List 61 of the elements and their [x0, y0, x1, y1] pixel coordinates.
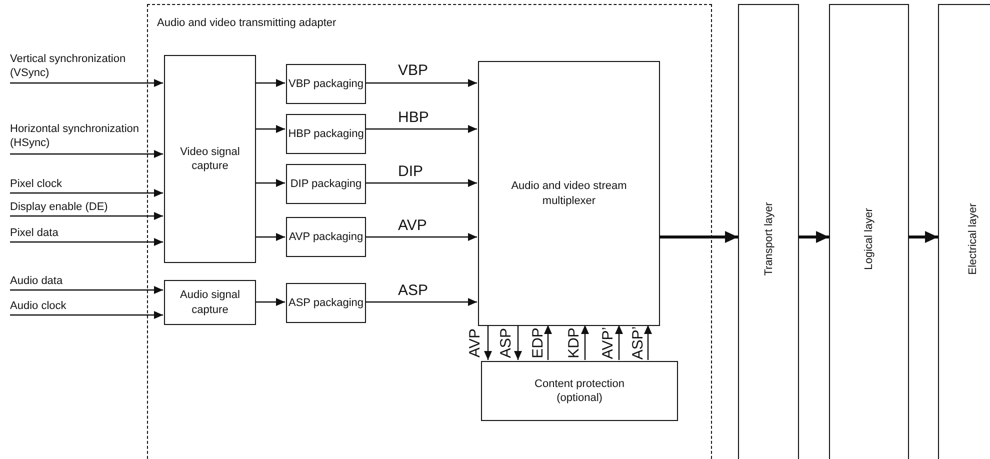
edge-label: ASP [498, 328, 514, 358]
arrow [365, 125, 477, 133]
arrow [255, 79, 285, 87]
edge-label: KDP [566, 328, 582, 358]
edge-label: HBP [398, 110, 429, 125]
process-box: ASP packaging [286, 283, 366, 323]
edge-label: EDP [530, 328, 546, 358]
arrow [10, 150, 163, 158]
arrow [514, 325, 522, 360]
dashed-boundary [147, 4, 712, 459]
arrow [10, 212, 163, 220]
edge-label: VBP [398, 63, 428, 78]
arrow [10, 286, 163, 294]
arrow [909, 231, 938, 243]
group-heading: Audio and video transmitting adapter [157, 17, 336, 29]
arrow [255, 179, 285, 187]
arrow [365, 79, 477, 87]
signal-label: Pixel clock [10, 177, 140, 191]
edge-label: ASP [398, 283, 428, 298]
layer-box [738, 4, 799, 459]
signal-label: Vertical synchronization (VSync) [10, 52, 152, 82]
process-box: Content protection (optional) [481, 361, 678, 421]
process-box: VBP packaging [286, 64, 366, 104]
arrow [365, 298, 477, 306]
arrow [365, 179, 477, 187]
signal-label: Audio clock [10, 299, 140, 313]
signal-label: Display enable (DE) [10, 200, 140, 214]
signal-label: Horizontal synchronization (HSync) [10, 122, 152, 152]
layer-box [938, 4, 990, 459]
arrow [581, 325, 589, 360]
arrow [255, 298, 285, 306]
layer-label: Transport layer [762, 202, 774, 276]
arrow [10, 238, 163, 246]
process-box: AVP packaging [286, 217, 366, 257]
arrow [365, 233, 477, 241]
process-box: Audio and video stream multiplexer [478, 61, 660, 326]
arrow [255, 233, 285, 241]
arrow [644, 325, 652, 360]
arrow [615, 325, 623, 360]
arrow [10, 189, 163, 197]
edge-label: AVP [468, 328, 482, 358]
arrow [799, 231, 829, 243]
signal-label: Audio data [10, 274, 140, 288]
signal-label: Pixel data [10, 226, 140, 240]
layer-box [829, 4, 909, 459]
edge-label: DIP [398, 164, 424, 179]
arrow [659, 231, 738, 243]
process-box: Audio signal capture [164, 280, 256, 325]
edge-label: AVP [398, 218, 427, 233]
arrow [10, 79, 163, 87]
process-box: DIP packaging [286, 164, 366, 204]
process-box: HBP packaging [286, 114, 366, 154]
arrow [544, 325, 552, 360]
arrow [484, 325, 492, 360]
layer-label: Electrical layer [967, 203, 979, 275]
arrow [255, 125, 285, 133]
arrow [10, 311, 163, 319]
edge-label: ASP’ [630, 326, 646, 360]
process-box: Video signal capture [164, 55, 256, 263]
layer-label: Logical layer [863, 208, 875, 270]
edge-label: AVP’ [600, 326, 616, 360]
